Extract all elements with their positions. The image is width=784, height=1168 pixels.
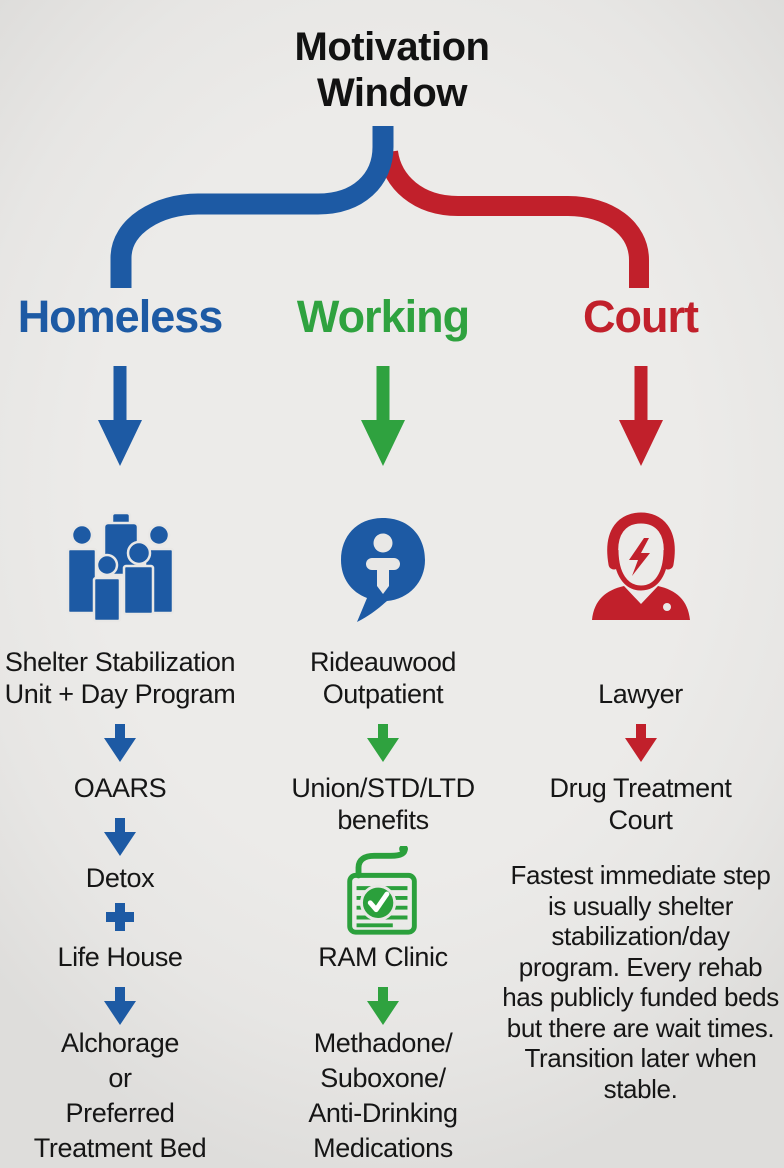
court-note-text: Fastest immediate step is usually shelte… (502, 860, 779, 1104)
plus-icon (0, 903, 240, 931)
working-small-arrow-icon (273, 724, 493, 762)
branch-bracket-curves (110, 126, 649, 288)
working-step2-label: Union/STD/LTD benefits (291, 773, 475, 835)
homeless-small-arrow2-icon (0, 818, 240, 856)
court-branch-curve (378, 150, 649, 288)
court-small-arrow-icon (497, 724, 784, 762)
working-step3-label: RAM Clinic (318, 942, 448, 972)
homeless-small-arrow-icon (0, 724, 240, 762)
homeless-arrow-down-icon (0, 366, 240, 468)
court-step1-label: Lawyer (598, 679, 683, 709)
working-arrow-down-icon (273, 366, 493, 468)
working-step1-label: Rideauwood Outpatient (309, 647, 457, 709)
homeless-small-arrow3-icon (0, 987, 240, 1025)
homeless-step1-label: Shelter Stabilization Unit + Day Program (4, 647, 236, 709)
working-step4-label: Methadone/ Suboxone/ Anti-Drinking Medic… (308, 1028, 458, 1163)
branch-label-working: Working (296, 291, 470, 342)
page-title: Motivation Window (294, 25, 490, 115)
court-step2-label: Drug Treatment Court (549, 773, 732, 835)
homeless-step5-label: Alchorage or Preferred Treatment Bed (33, 1028, 207, 1163)
medical-checklist-icon (273, 846, 493, 940)
homeless-step4-label: Life House (57, 942, 183, 972)
homeless-branch-curve (110, 126, 394, 288)
homeless-step2-label: OAARS (73, 773, 167, 803)
branch-label-court: Court (583, 291, 699, 342)
person-speech-bubble-icon (273, 514, 493, 626)
court-arrow-down-icon (497, 366, 784, 468)
person-lightning-icon (497, 512, 784, 620)
homeless-step3-label: Detox (85, 863, 155, 893)
people-group-icon (0, 508, 240, 623)
branch-label-homeless: Homeless (17, 291, 224, 342)
working-small-arrow2-icon (273, 987, 493, 1025)
